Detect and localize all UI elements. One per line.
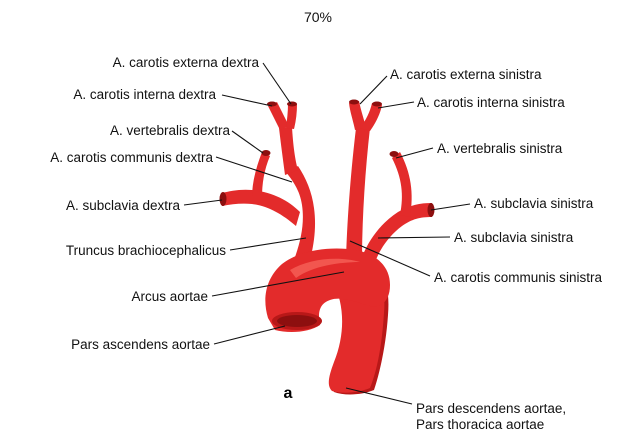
label-comm-dextra: A. carotis communis dextra [50,150,213,165]
label-descendens-1: Pars descendens aortae, [416,401,566,416]
leader-int-sinistra [378,102,414,108]
leader-truncus [230,238,306,250]
left-common-carotid [346,128,370,262]
right-common-carotid [279,127,298,175]
label-arcus: Arcus aortae [131,289,208,304]
right-subclavian-opening [220,192,227,206]
leader-sub-dextra [184,200,222,205]
left-vertebral [392,152,412,217]
right-externa-opening [287,102,297,107]
leader-vert-dextra [232,131,263,153]
label-comm-sinistra: A. carotis communis sinistra [434,270,603,285]
label-ext-sinistra: A. carotis externa sinistra [390,67,542,82]
left-externa-opening [372,102,382,107]
label-sub-sinistra-1: A. subclavia sinistra [474,196,594,211]
right-carotid-externa [286,104,297,129]
leader-comm-dextra [216,157,292,182]
leader-lines [184,63,470,404]
zoom-level: 70% [304,9,332,25]
leader-ext-sinistra [360,76,387,104]
label-descendens-2: Pars thoracica aortae [416,417,544,432]
left-carotid-externa [360,103,382,131]
leader-descendens [346,388,412,404]
leader-int-dextra [222,95,272,106]
left-interna-opening [349,100,359,105]
label-int-sinistra: A. carotis interna sinistra [417,95,565,110]
label-sub-dextra: A. subclavia dextra [66,198,181,213]
leader-vert-sinistra [396,148,433,158]
label-ascendens: Pars ascendens aortae [71,337,210,352]
labels: A. carotis externa dextra A. carotis int… [50,55,602,432]
label-vert-sinistra: A. vertebralis sinistra [437,141,563,156]
left-vertebral-opening [390,151,399,157]
label-truncus: Truncus brachiocephalicus [66,243,226,258]
label-ext-dextra: A. carotis externa dextra [113,55,260,70]
figure-letter: a [284,385,293,402]
label-int-dextra: A. carotis interna dextra [73,87,216,102]
right-vertebral [252,152,270,198]
leader-ascendens [214,326,285,344]
label-sub-sinistra-2: A. subclavia sinistra [454,230,574,245]
label-vert-dextra: A. vertebralis dextra [110,123,231,138]
leader-sub-sinistra-1 [431,204,470,210]
leader-ext-dextra [263,63,291,104]
ascending-aorta-lumen [277,315,317,327]
